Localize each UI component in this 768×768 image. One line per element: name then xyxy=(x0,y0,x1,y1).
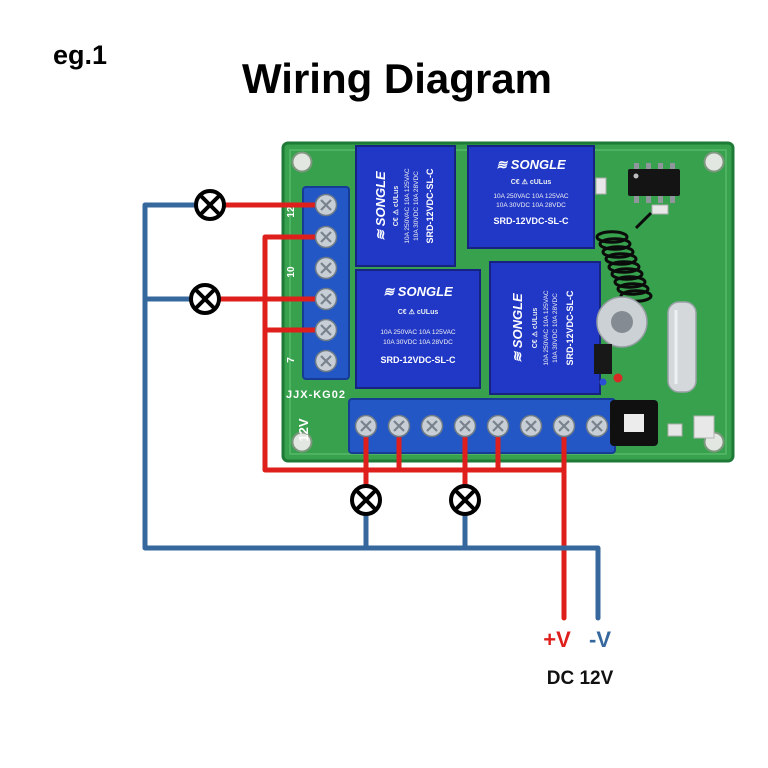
smd-component xyxy=(693,415,715,439)
relay-part-number: SRD-12VDC-SL-C xyxy=(493,216,569,226)
negative-voltage-label: -V xyxy=(589,627,611,652)
relay-spec2: 10A 30VDC 10A 28VDC xyxy=(552,293,559,363)
terminal-screw xyxy=(420,414,444,438)
example-label: eg.1 xyxy=(53,40,107,70)
ic-body xyxy=(628,169,680,196)
antenna-lead xyxy=(634,211,653,230)
ic-pin xyxy=(670,196,675,203)
terminal-screw xyxy=(314,318,338,342)
supply-voltage-label: DC 12V xyxy=(547,668,614,689)
relay-body xyxy=(355,145,456,267)
mounting-hole xyxy=(291,431,313,453)
terminal-screw xyxy=(314,287,338,311)
ic-pin xyxy=(670,163,675,170)
relay-label-group: ≋ SONGLE C€ ⚠ cULus 10A 250VAC 10A 125VA… xyxy=(510,290,575,366)
antenna-coil xyxy=(595,211,653,303)
relay-1: ≋ SONGLE C€ ⚠ cULus 10A 250VAC 10A 125VA… xyxy=(355,145,456,267)
terminal-screw xyxy=(314,193,338,217)
relay-certs: C€ ⚠ cULus xyxy=(392,186,400,227)
relay-brand: ≋ SONGLE xyxy=(373,171,388,241)
crystal-component xyxy=(667,301,697,393)
left-terminal-label: 7 xyxy=(286,357,297,363)
relay-certs: C€ ⚠ cULus xyxy=(531,308,539,349)
relay-brand: ≋ SONGLE xyxy=(510,293,525,363)
terminal-screw xyxy=(314,349,338,373)
red-led xyxy=(613,373,623,383)
ic-pin xyxy=(646,196,651,203)
relay-part-number: SRD-12VDC-SL-C xyxy=(380,355,456,365)
terminal-screw xyxy=(354,414,378,438)
push-button-plunger xyxy=(624,414,644,432)
transistor-component xyxy=(594,344,612,374)
left-terminal-label: 12 xyxy=(286,206,297,218)
relay-spec1: 10A 250VAC 10A 125VAC xyxy=(404,168,411,244)
relay-spec2: 10A 30VDC 10A 28VDC xyxy=(383,339,453,346)
smd-component xyxy=(667,423,683,437)
board-voltage-label: 12V xyxy=(296,418,311,441)
smd-component xyxy=(595,177,607,195)
lamp-symbol xyxy=(194,189,226,221)
page-title: Wiring Diagram xyxy=(242,55,552,102)
board-model-label: JJX-KG02 xyxy=(286,389,346,401)
wire-positive-bus xyxy=(262,234,567,473)
lamp-symbol xyxy=(350,484,382,516)
wire-negative-bus xyxy=(142,202,601,621)
left-terminal-label: 10 xyxy=(286,266,297,278)
terminal-screw xyxy=(314,225,338,249)
ic-pin xyxy=(646,163,651,170)
relay-certs: C€ ⚠ cULus xyxy=(398,308,439,316)
relay-label-group: ≋ SONGLE C€ ⚠ cULus 10A 250VAC 10A 125VA… xyxy=(373,168,435,244)
relay-spec1: 10A 250VAC 10A 125VAC xyxy=(543,290,550,366)
relay-spec2: 10A 30VDC 10A 28VDC xyxy=(413,171,420,241)
blue-component xyxy=(599,378,607,386)
relay-board: 12 10 7 ≋ SONGLE C€ ⚠ cULus 10A 250VAC 1… xyxy=(281,141,735,463)
relay-brand: ≋ SONGLE xyxy=(383,284,453,299)
relay-body xyxy=(355,269,481,389)
lamp-symbol xyxy=(189,283,221,315)
relay-part-number: SRD-12VDC-SL-C xyxy=(425,168,435,244)
relay-part-number: SRD-12VDC-SL-C xyxy=(565,290,575,366)
ic-pin xyxy=(634,196,639,203)
terminal-screw xyxy=(453,414,477,438)
relay-brand: ≋ SONGLE xyxy=(496,157,566,172)
mounting-hole xyxy=(291,151,313,173)
ic-chip xyxy=(628,163,680,203)
relay-spec1: 10A 250VAC 10A 125VAC xyxy=(493,193,569,200)
ic-pin1-dot xyxy=(633,173,639,179)
relay-2: ≋ SONGLE C€ ⚠ cULus 10A 250VAC 10A 125VA… xyxy=(467,145,595,249)
smd-component xyxy=(651,204,669,215)
terminal-screw xyxy=(387,414,411,438)
relay-body xyxy=(467,145,595,249)
push-button xyxy=(610,400,658,446)
ic-pin xyxy=(658,163,663,170)
relay-certs: C€ ⚠ cULus xyxy=(511,178,552,186)
relay-4: ≋ SONGLE C€ ⚠ cULus 10A 250VAC 10A 125VA… xyxy=(489,261,601,395)
terminal-screw xyxy=(585,414,609,438)
mounting-hole xyxy=(703,151,725,173)
negative-wires xyxy=(142,202,601,621)
terminal-screw xyxy=(314,256,338,280)
inductor-ring xyxy=(596,296,648,348)
ic-pin xyxy=(658,196,663,203)
positive-voltage-label: +V xyxy=(543,627,571,652)
relay-spec2: 10A 30VDC 10A 28VDC xyxy=(496,202,566,209)
ic-pin xyxy=(634,163,639,170)
relay-3: ≋ SONGLE C€ ⚠ cULus 10A 250VAC 10A 125VA… xyxy=(355,269,481,389)
terminal-screw xyxy=(552,414,576,438)
relay-body xyxy=(489,261,601,395)
terminal-screw xyxy=(519,414,543,438)
terminal-screw xyxy=(486,414,510,438)
inductor-center xyxy=(611,311,633,333)
relay-spec1: 10A 250VAC 10A 125VAC xyxy=(380,329,456,336)
lamp-symbol xyxy=(449,484,481,516)
